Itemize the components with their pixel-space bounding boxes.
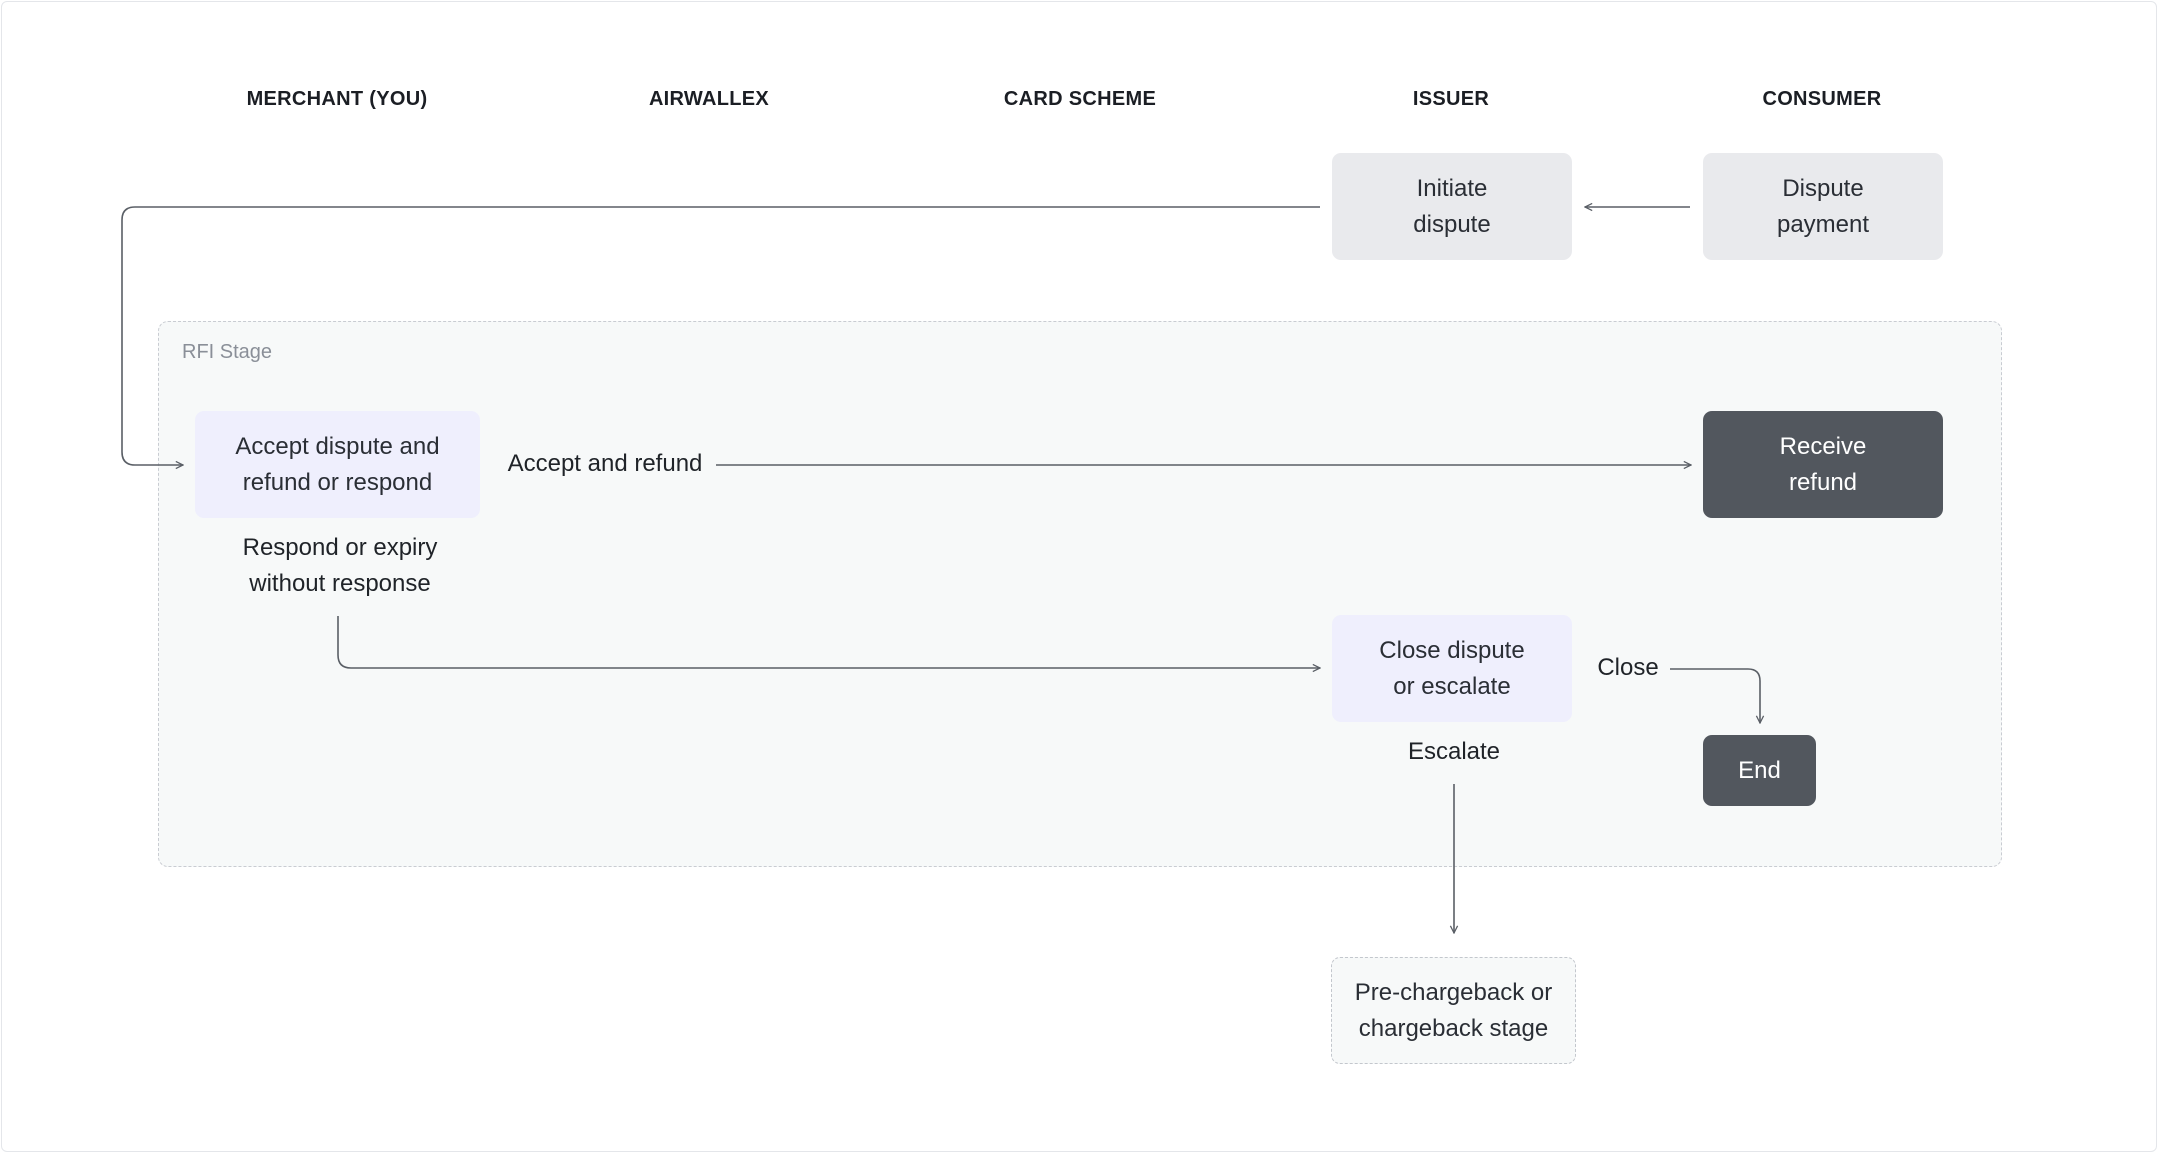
dispute-payment-node: Dispute payment — [1703, 153, 1943, 260]
lane-header-card-scheme: CARD SCHEME — [1003, 88, 1157, 110]
lane-header-merchant: MERCHANT (YOU) — [246, 88, 428, 110]
lane-header-consumer: CONSUMER — [1762, 88, 1882, 110]
end-node: End — [1703, 735, 1816, 806]
edge-initiate-to-merchant — [121, 206, 1320, 465]
edge-respond-to-close — [337, 616, 1320, 668]
escalate-label: Escalate — [1407, 738, 1501, 765]
rfi-stage-label: RFI Stage — [182, 341, 273, 363]
edge-close-to-end — [1670, 668, 1760, 723]
lane-header-issuer: ISSUER — [1412, 88, 1490, 110]
receive-refund-node: Receive refund — [1703, 411, 1943, 518]
respond-or-expiry-label: Respond or expiry without response — [242, 534, 438, 597]
initiate-dispute-node: Initiate dispute — [1332, 153, 1572, 260]
close-or-escalate-node: Close dispute or escalate — [1332, 615, 1572, 722]
next-stage-node: Pre-chargeback or chargeback stage — [1331, 957, 1576, 1064]
accept-or-respond-node: Accept dispute and refund or respond — [195, 411, 480, 518]
lane-header-airwallex: AIRWALLEX — [648, 88, 770, 110]
accept-and-refund-label: Accept and refund — [507, 450, 703, 477]
close-label: Close — [1597, 654, 1659, 681]
